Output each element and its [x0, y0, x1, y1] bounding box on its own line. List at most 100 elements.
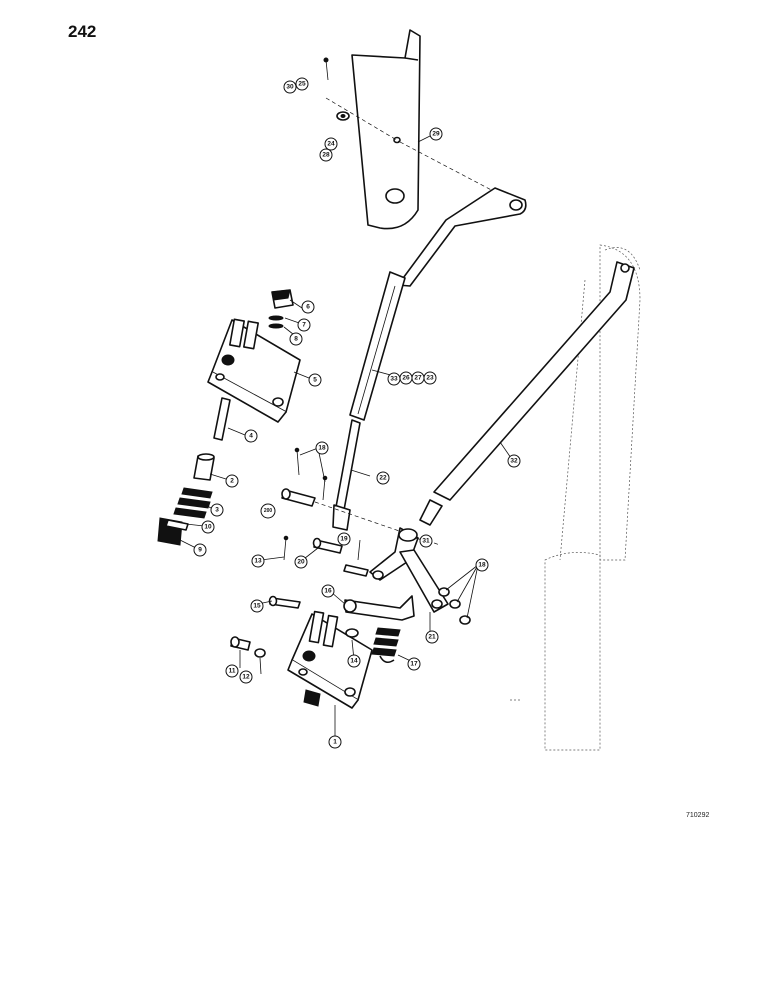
callout-17: 17 [407, 657, 421, 671]
svg-text:200: 200 [264, 508, 273, 514]
o-rings-upper [268, 315, 284, 329]
callout-30: 30 [283, 80, 297, 94]
control-rod-lower [332, 419, 361, 531]
callout-24: 24 [324, 137, 338, 151]
callout-21: 21 [425, 630, 439, 644]
svg-text:5: 5 [313, 377, 317, 384]
valve-body-lower [287, 610, 373, 709]
svg-text:25: 25 [298, 81, 306, 88]
callout-1: 1 [328, 735, 342, 749]
svg-text:22: 22 [379, 475, 387, 482]
fitting-top [271, 289, 294, 309]
clevis-pin-20 [312, 537, 369, 577]
callout-8: 8 [289, 332, 303, 346]
svg-text:23: 23 [426, 375, 434, 382]
valve-cap [193, 453, 215, 481]
svg-text:11: 11 [229, 668, 236, 675]
long-link-rod [419, 261, 635, 526]
actuator-lever [343, 595, 415, 621]
upper-lever-arm [397, 187, 527, 287]
page-number: 242 [68, 22, 97, 41]
callout-27: 27 [411, 371, 425, 385]
svg-text:15: 15 [253, 603, 261, 610]
callout-11: 11 [225, 664, 239, 678]
mounting-plate [351, 29, 421, 230]
cotter-pin-13 [283, 535, 289, 561]
cotter-pins-middle [294, 447, 328, 501]
callout-22: 22 [376, 471, 390, 485]
callout-9: 9 [193, 543, 207, 557]
callout-28: 28 [319, 148, 333, 162]
callout-15: 15 [250, 599, 264, 613]
callout-200: 200 [260, 503, 276, 519]
valve-plug [157, 517, 189, 546]
callout-18b: 18 [475, 558, 489, 572]
valve-spring [173, 487, 213, 519]
svg-text:2: 2 [230, 478, 234, 485]
bell-crank [369, 527, 419, 581]
callout-23: 23 [423, 371, 437, 385]
svg-text:24: 24 [327, 141, 335, 148]
svg-text:30: 30 [286, 84, 294, 91]
callout-32: 32 [507, 454, 521, 468]
svg-text:14: 14 [350, 658, 358, 665]
svg-text:7: 7 [302, 322, 306, 329]
svg-text:4: 4 [249, 433, 253, 440]
callout-3: 3 [210, 503, 224, 517]
svg-text:8: 8 [294, 336, 298, 343]
svg-text:3: 3 [215, 507, 219, 514]
callout-20: 20 [294, 555, 308, 569]
svg-text:10: 10 [204, 524, 212, 531]
svg-text:20: 20 [297, 559, 305, 566]
callout-7: 7 [297, 318, 311, 332]
plunger [213, 397, 231, 441]
callout-31: 31 [419, 534, 433, 548]
svg-text:31: 31 [422, 538, 430, 545]
clevis-pin-15 [268, 595, 301, 609]
callout-19: 19 [337, 532, 351, 546]
callout-18a: 18 [315, 441, 329, 455]
callout-29: 29 [429, 127, 443, 141]
svg-text:1: 1 [333, 739, 337, 746]
callout-6: 6 [301, 300, 315, 314]
control-rod-upper [349, 271, 406, 421]
svg-text:19: 19 [340, 536, 348, 543]
callout-10: 10 [201, 520, 215, 534]
svg-text:29: 29 [432, 131, 440, 138]
cotter-pin-19 [357, 539, 361, 561]
callout-16: 16 [321, 584, 335, 598]
callout-5: 5 [308, 373, 322, 387]
svg-text:18: 18 [478, 562, 486, 569]
link-plate [399, 549, 449, 613]
callout-14: 14 [347, 654, 361, 668]
svg-text:13: 13 [254, 558, 262, 565]
svg-text:9: 9 [198, 547, 202, 554]
svg-text:21: 21 [428, 634, 436, 641]
cotter-pin-top [323, 57, 401, 143]
callout-25: 25 [295, 77, 309, 91]
svg-text:16: 16 [324, 588, 332, 595]
svg-text:28: 28 [322, 152, 330, 159]
valve-body-upper [207, 318, 301, 423]
svg-text:18: 18 [318, 445, 326, 452]
svg-text:32: 32 [510, 458, 518, 465]
svg-text:33: 33 [390, 376, 398, 383]
return-spring [371, 627, 401, 664]
svg-text:26: 26 [402, 375, 410, 382]
svg-text:6: 6 [306, 304, 310, 311]
svg-text:27: 27 [414, 375, 422, 382]
callout-4: 4 [244, 429, 258, 443]
callout-33: 33 [387, 372, 401, 386]
washer-14 [345, 628, 359, 638]
svg-text:12: 12 [242, 674, 250, 681]
callout-26: 26 [399, 371, 413, 385]
callout-13: 13 [251, 554, 265, 568]
clevis-pin-200 [281, 488, 441, 546]
cap-screw [230, 636, 266, 658]
callout-2: 2 [225, 474, 239, 488]
svg-text:17: 17 [410, 661, 418, 668]
callout-12: 12 [239, 670, 253, 684]
figure-id: 710292 [686, 812, 710, 819]
